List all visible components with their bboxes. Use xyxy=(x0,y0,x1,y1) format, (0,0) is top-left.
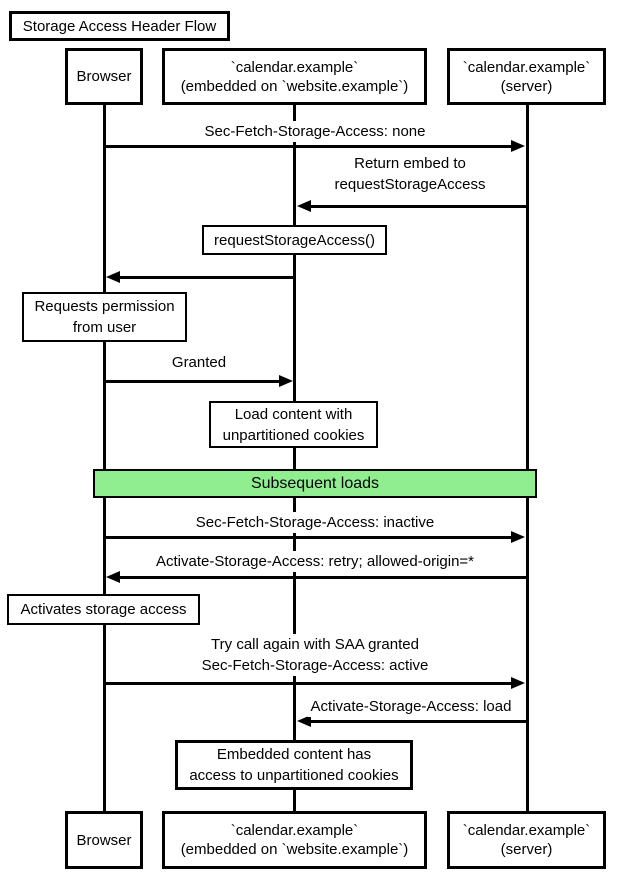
participant-embed-label-bottom-line2: (embedded on `website.example`) xyxy=(180,840,409,859)
message-label-try-again: Try call again with SAA granted Sec-Fetc… xyxy=(198,634,432,676)
lifeline-browser xyxy=(103,105,106,811)
note-embedded-access: Embedded content has access to unpartiti… xyxy=(175,740,413,790)
participant-embed-label-bottom-line1: `calendar.example` xyxy=(230,821,359,840)
participant-server-label-bottom-line1: `calendar.example` xyxy=(462,821,591,840)
band-label: Subsequent loads xyxy=(250,474,380,492)
arrowhead-left-saa-callback xyxy=(106,271,120,283)
note-activates: Activates storage access xyxy=(7,594,200,625)
participant-browser-label: Browser xyxy=(76,67,132,86)
participant-browser-bottom: Browser xyxy=(65,811,143,869)
participant-embed-top: `calendar.example` (embedded on `website… xyxy=(162,48,427,105)
note-request-saa: requestStorageAccess() xyxy=(202,225,387,255)
band-subsequent-loads: Subsequent loads xyxy=(93,469,537,498)
message-line-saa-callback xyxy=(119,276,294,279)
arrowhead-left-load xyxy=(297,715,311,727)
message-label-load: Activate-Storage-Access: load xyxy=(307,696,515,717)
message-line-inactive xyxy=(104,536,512,539)
diagram-title-text: Storage Access Header Flow xyxy=(22,17,217,35)
arrowhead-right-try-again xyxy=(511,677,525,689)
participant-server-label-bottom-line2: (server) xyxy=(500,840,553,859)
arrowhead-right-granted xyxy=(279,375,293,387)
message-label-retry: Activate-Storage-Access: retry; allowed-… xyxy=(152,551,478,572)
note-load-content: Load content with unpartitioned cookies xyxy=(209,401,378,448)
arrowhead-right-inactive xyxy=(511,531,525,543)
message-line-none xyxy=(104,145,512,148)
message-line-try-again xyxy=(104,682,512,685)
message-label-inactive: Sec-Fetch-Storage-Access: inactive xyxy=(192,512,438,533)
message-line-granted xyxy=(104,380,280,383)
message-line-load xyxy=(310,720,527,723)
participant-server-label-line2: (server) xyxy=(500,76,553,96)
arrowhead-left-return-embed xyxy=(297,200,311,212)
lifeline-server xyxy=(526,105,529,811)
lifeline-embed xyxy=(293,105,296,811)
participant-server-bottom: `calendar.example` (server) xyxy=(447,811,606,869)
diagram-title: Storage Access Header Flow xyxy=(9,11,230,41)
message-label-none: Sec-Fetch-Storage-Access: none xyxy=(201,121,429,142)
message-label-return-embed: Return embed to requestStorageAccess xyxy=(331,153,489,195)
message-line-retry xyxy=(119,576,527,579)
participant-server-top: `calendar.example` (server) xyxy=(447,48,606,105)
note-requests-permission: Requests permission from user xyxy=(22,292,187,342)
participant-server-label-line1: `calendar.example` xyxy=(462,57,591,77)
message-label-granted: Granted xyxy=(168,352,230,373)
participant-embed-bottom: `calendar.example` (embedded on `website… xyxy=(162,811,427,869)
message-line-return-embed xyxy=(310,205,527,208)
participant-embed-label-line1: `calendar.example` xyxy=(230,57,359,77)
participant-browser-top: Browser xyxy=(65,48,143,105)
participant-embed-label-line2: (embedded on `website.example`) xyxy=(180,76,409,96)
arrowhead-right-none xyxy=(511,140,525,152)
participant-browser-label-bottom: Browser xyxy=(76,830,132,850)
arrowhead-left-retry xyxy=(106,571,120,583)
